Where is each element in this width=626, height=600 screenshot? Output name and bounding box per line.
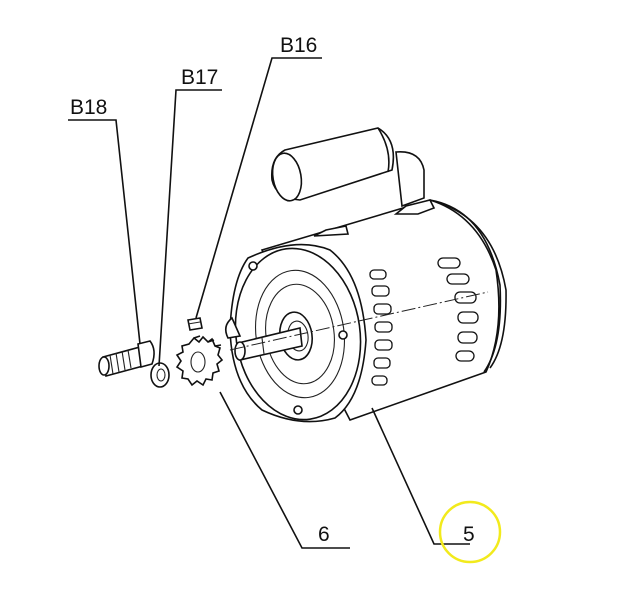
- bolt-icon: [98, 340, 155, 378]
- highlight-circle: [438, 500, 502, 564]
- callout-b16: B16: [280, 34, 317, 57]
- pinion-gear-icon: [175, 335, 224, 387]
- callout-b17: B17: [181, 66, 218, 89]
- washer-icon: [150, 362, 170, 388]
- capacitor-icon: [270, 127, 425, 208]
- shaft-key-icon: [187, 317, 203, 331]
- callout-part-6: 6: [318, 523, 330, 546]
- callout-b18: B18: [70, 96, 107, 119]
- motor-icon: [224, 127, 507, 423]
- leader-lines: [68, 57, 470, 549]
- ventilation-slots: [369, 257, 479, 386]
- callout-part-5: 5: [463, 523, 475, 546]
